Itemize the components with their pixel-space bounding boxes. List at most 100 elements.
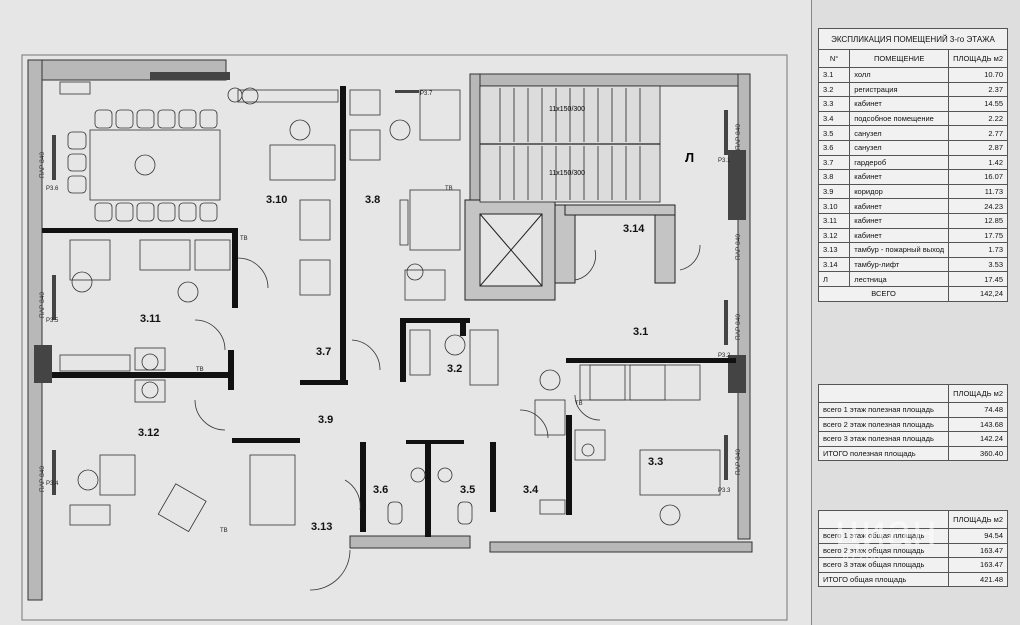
room-area: 12.85 bbox=[948, 212, 1008, 229]
chair bbox=[67, 153, 87, 172]
chair bbox=[157, 109, 176, 129]
radiator-label: ПАР 840 bbox=[39, 292, 46, 318]
general-row-value: 163.47 bbox=[948, 557, 1008, 573]
useful-area-table: ПЛОЩАДЬ м2 всего 1 этаж полезная площадь… bbox=[817, 384, 1008, 462]
room-id: 3.5 bbox=[817, 125, 851, 141]
room-id: 3.13 bbox=[817, 242, 851, 258]
room-id: Л bbox=[817, 271, 851, 287]
room-id: 3.9 bbox=[817, 183, 851, 200]
room-name: кабинет bbox=[849, 212, 950, 229]
room-id: 3.2 bbox=[817, 81, 851, 98]
room-number: 3.13 bbox=[311, 521, 332, 533]
riser-label: Р3.7 bbox=[420, 91, 433, 97]
chair bbox=[199, 109, 218, 129]
staircase bbox=[479, 85, 661, 203]
room-name: санузел bbox=[849, 139, 950, 156]
col-room: ПОМЕЩЕНИЕ bbox=[849, 49, 950, 68]
chair bbox=[136, 202, 155, 222]
tv-label: ТВ bbox=[240, 236, 248, 242]
radiators bbox=[52, 90, 728, 495]
useful-row-label: всего 2 этаж полезная площадь bbox=[817, 416, 950, 433]
explication-title: ЭКСПЛИКАЦИЯ ПОМЕЩЕНИЙ 3-го ЭТАЖА bbox=[818, 28, 1008, 50]
general-row-value: 163.47 bbox=[948, 542, 1008, 559]
riser-label: Р3.1 bbox=[718, 158, 731, 164]
useful-total-label: ИТОГО полезная площадь bbox=[817, 445, 950, 462]
riser-label: Р3.3 bbox=[718, 488, 731, 494]
stair-dimension: 11x150/300 bbox=[549, 170, 585, 177]
room-area: 1.73 bbox=[948, 242, 1008, 258]
room-area: 17.75 bbox=[948, 227, 1008, 244]
room-area: 24.23 bbox=[948, 198, 1008, 214]
doors bbox=[194, 244, 701, 591]
room-area: 2.87 bbox=[948, 139, 1008, 156]
tv-label: ТВ bbox=[220, 528, 228, 534]
chair bbox=[115, 202, 134, 222]
windows bbox=[34, 72, 746, 393]
furniture bbox=[59, 81, 721, 533]
room-name: санузел bbox=[849, 125, 950, 141]
room-id: 3.7 bbox=[817, 154, 851, 171]
useful-row-label: всего 3 этаж полезная площадь bbox=[817, 431, 950, 447]
chair bbox=[67, 175, 87, 194]
room-number: 3.10 bbox=[266, 194, 287, 206]
riser-label: Р3.4 bbox=[46, 481, 59, 487]
stair-label: Л bbox=[685, 150, 694, 165]
room-name: тамбур-лифт bbox=[849, 256, 950, 273]
room-id: 3.12 bbox=[817, 227, 851, 244]
room-area: 10.70 bbox=[948, 67, 1008, 83]
room-name: холл bbox=[849, 67, 950, 83]
room-number: 3.8 bbox=[365, 194, 380, 206]
tv-label: ТВ bbox=[196, 367, 204, 373]
room-id: 3.1 bbox=[817, 67, 851, 83]
room-area: 11.73 bbox=[948, 183, 1008, 200]
chair bbox=[94, 202, 113, 222]
room-name: тамбур - пожарный выход bbox=[849, 242, 950, 258]
room-id: 3.4 bbox=[817, 110, 851, 127]
chair bbox=[115, 109, 134, 129]
general-total-value: 421.48 bbox=[948, 571, 1008, 588]
col-num: N° bbox=[817, 49, 851, 68]
riser-label: Р3.2 bbox=[718, 353, 731, 359]
room-name: кабинет bbox=[849, 169, 950, 185]
radiator-label: ПАР 840 bbox=[735, 314, 742, 340]
watermark-brand: циан bbox=[835, 506, 938, 555]
room-id: 3.8 bbox=[817, 169, 851, 185]
room-name: подсобное помещение bbox=[849, 110, 950, 127]
lift-shaft bbox=[464, 199, 676, 301]
useful-row-value: 143.68 bbox=[948, 416, 1008, 433]
radiator-label: ПАР 840 bbox=[39, 466, 46, 492]
tv-labels: ТВ ТВ ТВ ТВ ТВ bbox=[196, 186, 583, 534]
room-id: 3.3 bbox=[817, 96, 851, 112]
watermark-id: ID 288 bbox=[842, 548, 881, 563]
useful-row-value: 142.24 bbox=[948, 431, 1008, 447]
col-area: ПЛОЩАДЬ м2 bbox=[948, 49, 1008, 68]
room-number: 3.6 bbox=[373, 484, 388, 496]
room-number: 3.9 bbox=[318, 414, 333, 426]
room-number: 3.14 bbox=[623, 223, 645, 235]
room-area: 2.77 bbox=[948, 125, 1008, 141]
room-area: 16.07 bbox=[948, 169, 1008, 185]
room-number: 3.3 bbox=[648, 456, 663, 468]
general-row-label: всего 3 этаж общая площадь bbox=[817, 557, 950, 573]
radiator-label: ПАР 840 bbox=[735, 234, 742, 260]
radiator-label: ПАР 840 bbox=[735, 449, 742, 475]
room-numbers: 3.1 3.2 3.3 3.4 3.5 3.6 3.7 3.8 3.9 3.10… bbox=[138, 194, 663, 533]
room-id: 3.11 bbox=[817, 212, 851, 229]
room-area: 2.22 bbox=[948, 110, 1008, 127]
room-id: 3.14 bbox=[817, 256, 851, 273]
chair bbox=[94, 109, 113, 129]
chair bbox=[199, 202, 218, 222]
